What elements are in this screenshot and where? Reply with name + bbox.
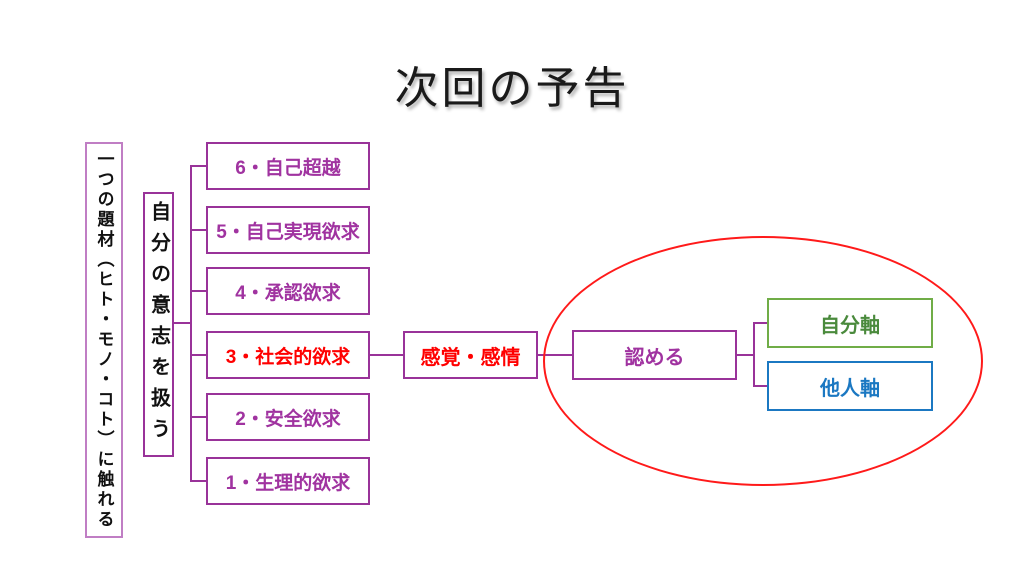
feeling-box: 感覚・感情 xyxy=(403,331,538,379)
need-box-4: 4・承認欲求 xyxy=(206,267,370,315)
connector-stub-1 xyxy=(190,480,206,482)
need-box-3: 3・社会的欲求 xyxy=(206,331,370,379)
connector-need3-feeling xyxy=(370,354,403,356)
connector-stub-3 xyxy=(190,354,206,356)
acknowledge-box: 認める xyxy=(572,330,737,380)
theme-box: 一つの題材（ヒト・モノ・コト）に触れる xyxy=(85,142,123,538)
need-box-5: 5・自己実現欲求 xyxy=(206,206,370,254)
page-title: 次回の予告 xyxy=(394,64,630,113)
highlight-ellipse xyxy=(543,236,983,486)
connector-stub-2 xyxy=(190,416,206,418)
need-box-6: 6・自己超越 xyxy=(206,142,370,190)
need-box-1: 1・生理的欲求 xyxy=(206,457,370,505)
need-box-2: 2・安全欲求 xyxy=(206,393,370,441)
will-box: 自分の意志を扱う xyxy=(143,192,174,457)
connector-stub-4 xyxy=(190,290,206,292)
connector-stub-6 xyxy=(190,165,206,167)
connector-will-trunk xyxy=(173,322,190,324)
connector-trunk xyxy=(190,165,192,482)
other-axis-box: 他人軸 xyxy=(767,361,933,411)
connector-stub-5 xyxy=(190,229,206,231)
self-axis-box: 自分軸 xyxy=(767,298,933,348)
